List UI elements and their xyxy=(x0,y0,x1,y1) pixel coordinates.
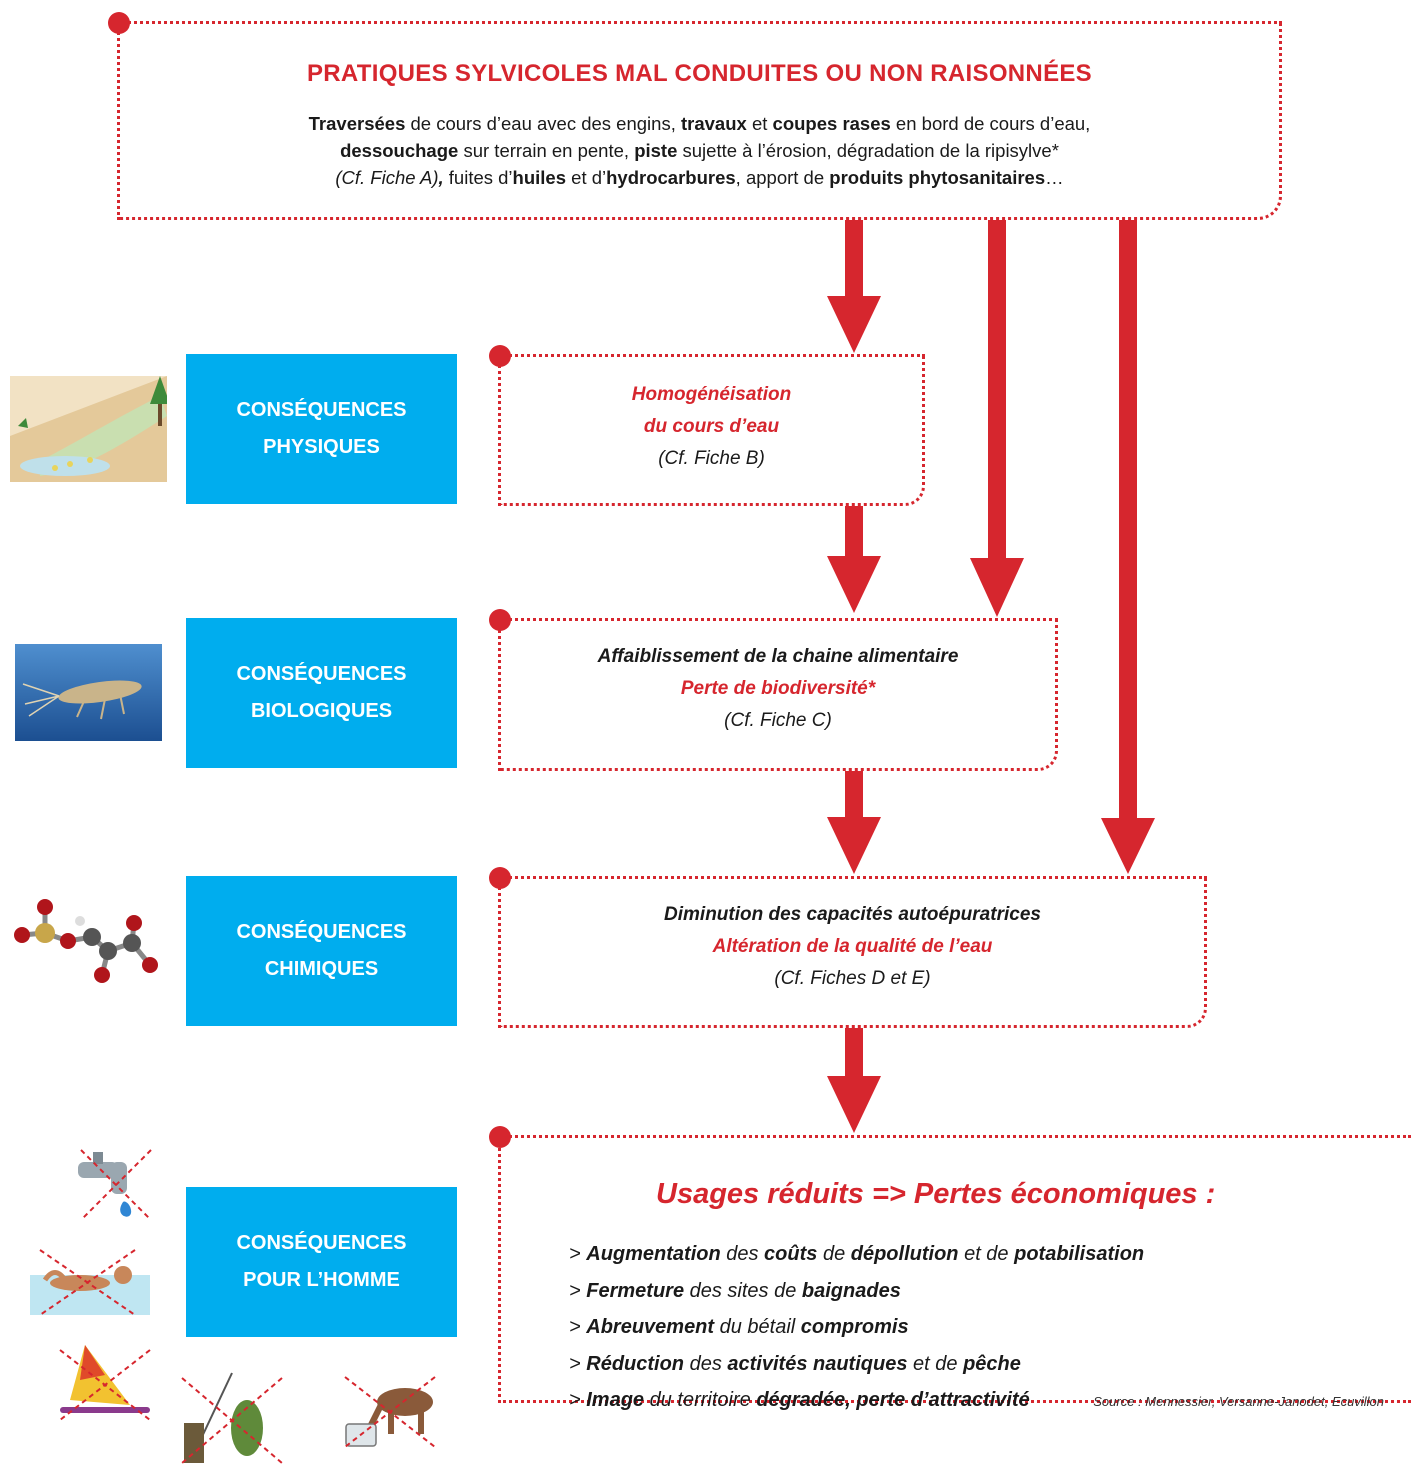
biologique-box-dot xyxy=(489,609,511,631)
category-homme-line2: POUR L’HOMME xyxy=(243,1269,400,1291)
category-biologique-line1: CONSÉQUENCES xyxy=(236,663,407,685)
arrow-shaft-physique-to-biologique xyxy=(845,506,863,558)
chimique-box-text: Diminution des capacités autoépuratrices… xyxy=(501,899,1204,995)
usage-item: > Abreuvement du bétail compromis xyxy=(569,1316,909,1338)
chimique-line1: Diminution des capacités autoépuratrices xyxy=(664,904,1041,925)
category-homme-line1: CONSÉQUENCES xyxy=(236,1232,407,1254)
usage-item: > Fermeture des sites de baignades xyxy=(569,1279,901,1302)
practices-text: Traversées de cours d’eau avec des engin… xyxy=(160,110,1239,191)
windsurf-illustration xyxy=(59,1345,151,1421)
cattle-illustration xyxy=(344,1376,436,1448)
physique-line2: du cours d’eau xyxy=(643,416,780,437)
arrow-head-physique-to-biologique xyxy=(827,556,881,613)
tap-illustration xyxy=(78,1149,152,1221)
practices-line-1: Traversées de cours d’eau avec des engin… xyxy=(308,113,1091,134)
riverbank-illustration xyxy=(10,376,167,482)
arrow-shaft-top-to-physique xyxy=(845,220,863,298)
biologique-line1: Affaiblissement de la chaine alimentaire xyxy=(597,646,959,667)
arrow-shaft-top-to-biologique xyxy=(988,220,1006,560)
biologique-ref: (Cf. Fiche C) xyxy=(724,710,832,731)
arrow-shaft-top-to-chimique xyxy=(1119,220,1137,820)
practices-line-3: (Cf. Fiche A), fuites d’huiles et d’hydr… xyxy=(335,167,1064,188)
arrow-head-top-to-chimique xyxy=(1101,818,1155,874)
molecule-illustration xyxy=(14,899,158,983)
category-biologique: CONSÉQUENCES BIOLOGIQUES xyxy=(186,618,457,768)
practices-box-dot xyxy=(108,12,130,34)
category-physique: CONSÉQUENCES PHYSIQUES xyxy=(186,354,457,504)
arrow-shaft-biologique-to-chimique xyxy=(845,771,863,819)
category-homme: CONSÉQUENCES POUR L’HOMME xyxy=(186,1187,457,1337)
practices-title: PRATIQUES SYLVICOLES MAL CONDUITES OU NO… xyxy=(306,60,1092,87)
chimique-box-dot xyxy=(489,867,511,889)
usage-item: > Réduction des activités nautiques et d… xyxy=(569,1352,1021,1375)
chimique-box: Diminution des capacités autoépuratrices… xyxy=(498,876,1207,1028)
usages-title: Usages réduits => Pertes économiques : xyxy=(656,1178,1216,1210)
source-caption: Source : Mennessier, Versanne-Janodet, E… xyxy=(1093,1394,1384,1409)
category-biologique-line2: BIOLOGIQUES xyxy=(250,700,393,722)
homme-box-dot xyxy=(489,1126,511,1148)
category-physique-line2: PHYSIQUES xyxy=(263,436,380,458)
usages-list: > Augmentation des coûts de dépollution … xyxy=(569,1236,1144,1419)
practices-line-2: dessouchage sur terrain en pente, piste … xyxy=(340,140,1059,161)
fishing-illustration xyxy=(181,1372,283,1464)
homme-box: Usages réduits => Pertes économiques : >… xyxy=(498,1135,1411,1411)
physique-line1: Homogénéisation xyxy=(631,384,792,405)
chimique-ref: (Cf. Fiches D et E) xyxy=(774,968,931,989)
arrow-head-top-to-physique xyxy=(827,296,881,353)
larva-illustration xyxy=(15,644,162,741)
usage-item: > Image du territoire dégradée, perte d’… xyxy=(569,1389,1030,1411)
arrow-shaft-chimique-to-homme xyxy=(845,1028,863,1078)
practices-box: PRATIQUES SYLVICOLES MAL CONDUITES OU NO… xyxy=(117,21,1282,220)
physique-box: Homogénéisation du cours d’eau (Cf. Fich… xyxy=(498,354,925,506)
chimique-line2: Altération de la qualité de l’eau xyxy=(712,936,993,957)
biologique-box: Affaiblissement de la chaine alimentaire… xyxy=(498,618,1058,771)
swimmer-illustration xyxy=(30,1249,150,1316)
biologique-line2: Perte de biodiversité* xyxy=(680,678,876,699)
physique-ref: (Cf. Fiche B) xyxy=(658,448,765,469)
category-chimique-line2: CHIMIQUES xyxy=(264,958,379,980)
arrow-head-chimique-to-homme xyxy=(827,1076,881,1133)
arrow-head-top-to-biologique xyxy=(970,558,1024,617)
biologique-box-text: Affaiblissement de la chaine alimentaire… xyxy=(501,641,1055,737)
category-chimique: CONSÉQUENCES CHIMIQUES xyxy=(186,876,457,1026)
arrow-head-biologique-to-chimique xyxy=(827,817,881,874)
category-physique-line1: CONSÉQUENCES xyxy=(236,399,407,421)
physique-box-text: Homogénéisation du cours d’eau (Cf. Fich… xyxy=(501,379,922,475)
usage-item: > Augmentation des coûts de dépollution … xyxy=(569,1243,1145,1265)
category-chimique-line1: CONSÉQUENCES xyxy=(236,921,407,943)
physique-box-dot xyxy=(489,345,511,367)
